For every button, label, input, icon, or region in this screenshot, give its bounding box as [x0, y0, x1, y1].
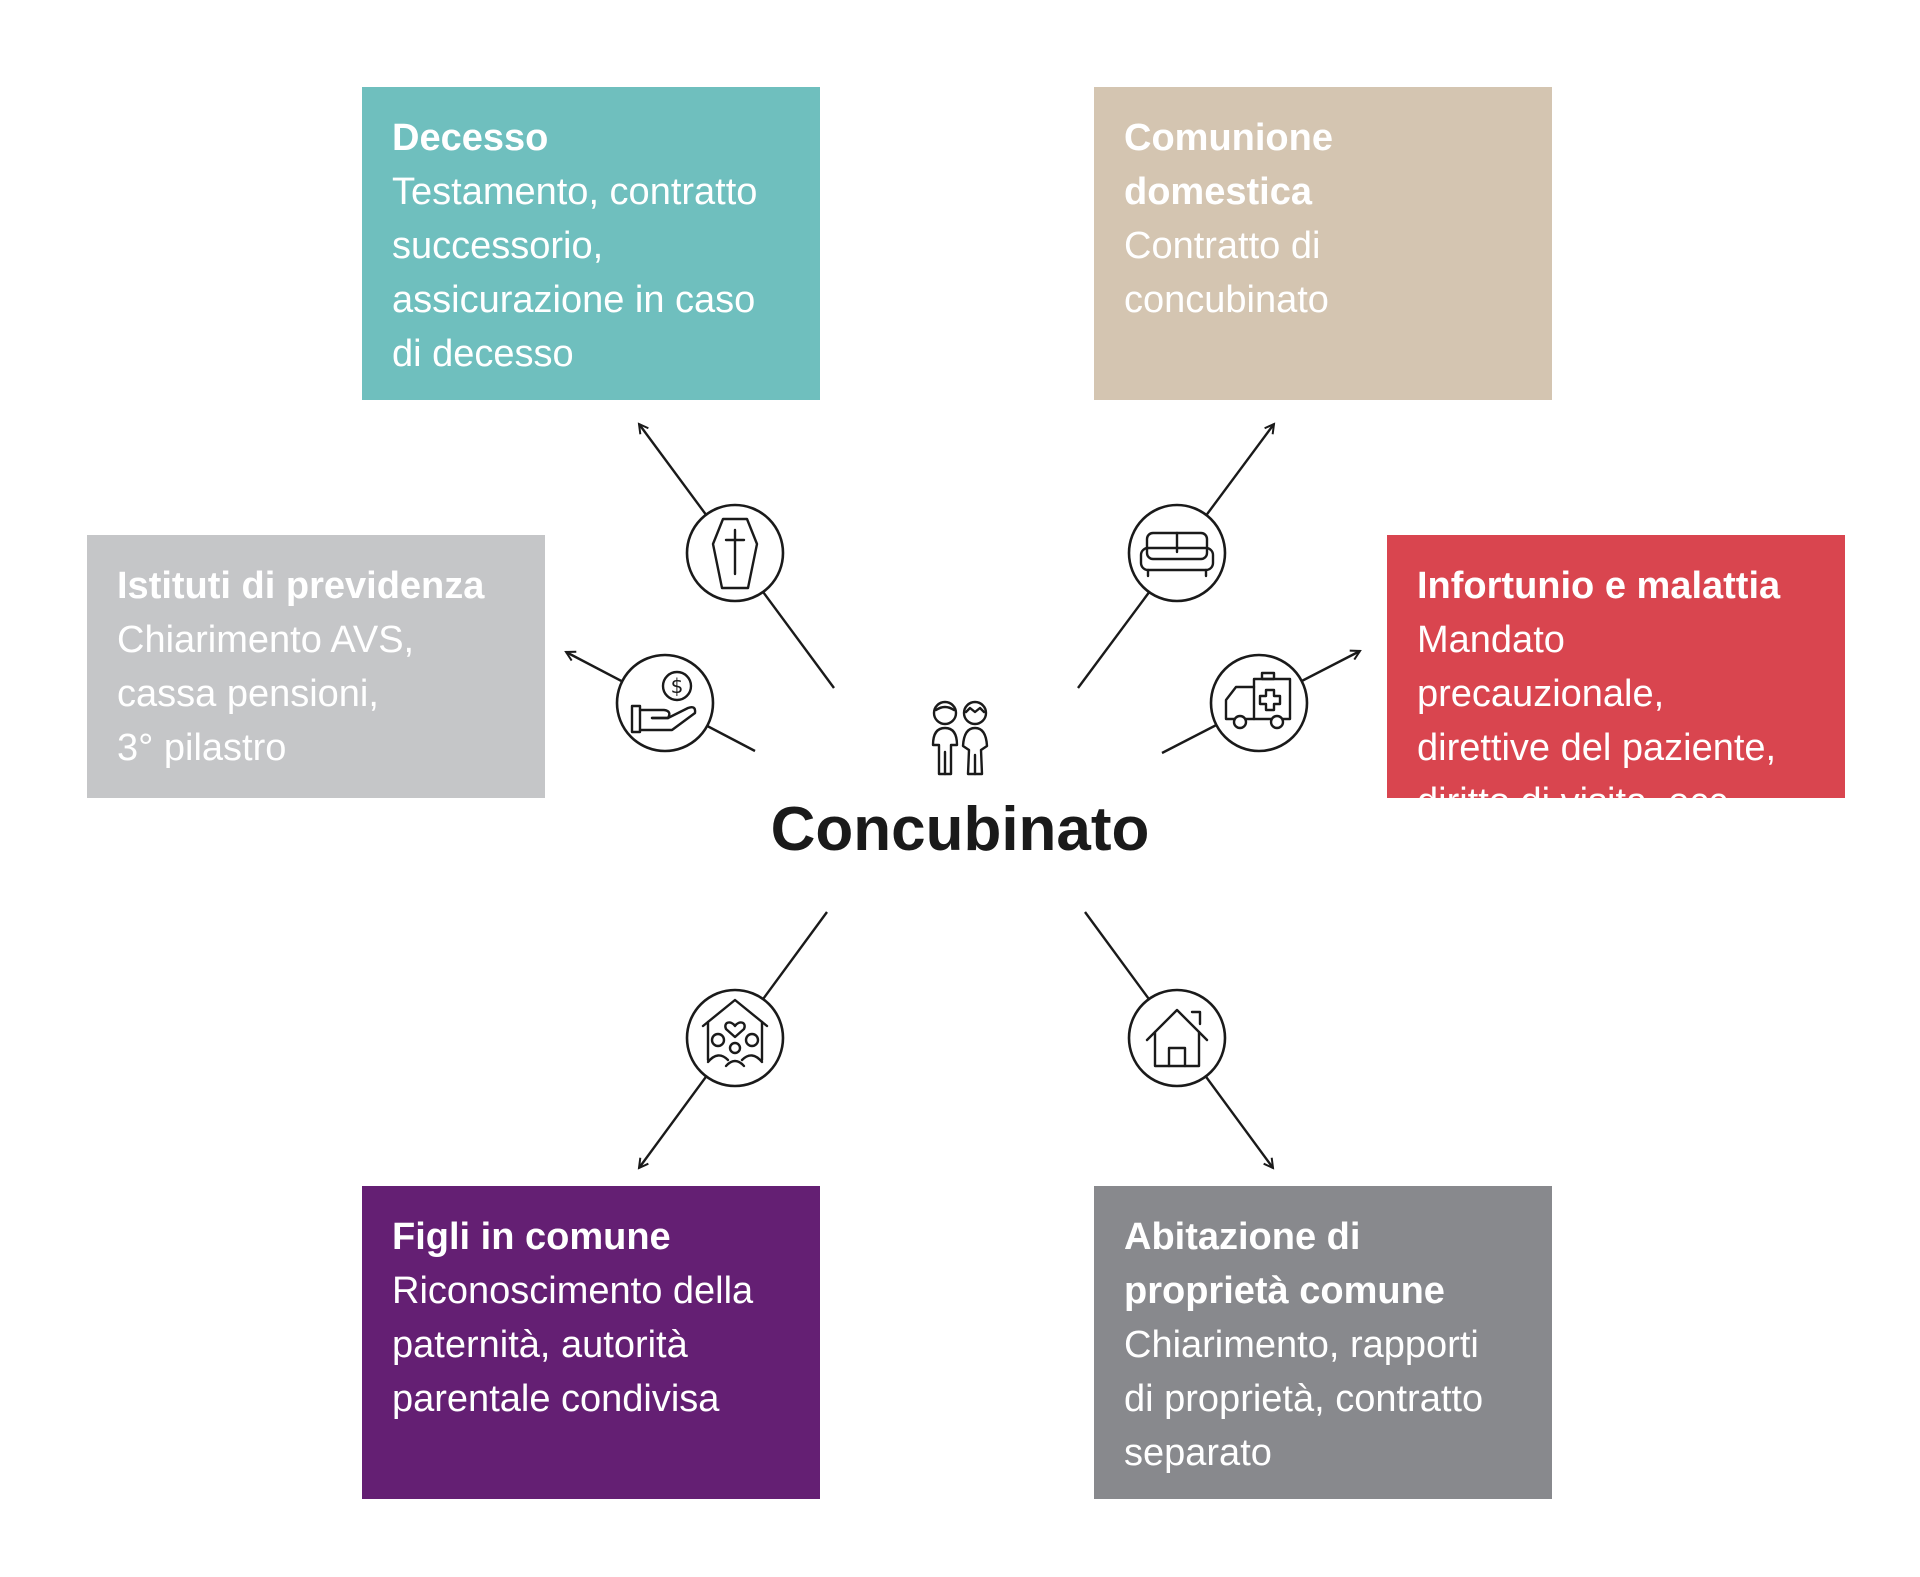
box-decesso: Decesso Testamento, contratto successori…	[362, 87, 820, 400]
box-abitazione-di-proprieta-comune: Abitazione di proprietà comune Chiarimen…	[1094, 1186, 1552, 1499]
box-figli-in-comune: Figli in comune Riconoscimento della pat…	[362, 1186, 820, 1499]
ambulance-icon	[1224, 671, 1292, 730]
house-icon-circle	[1127, 988, 1227, 1088]
box-comunione-domestica: Comunione domestica Contratto di concubi…	[1094, 87, 1552, 400]
box-title: Decesso	[392, 117, 549, 159]
box-title: Istituti di previdenza	[117, 565, 485, 607]
svg-text:$: $	[671, 674, 684, 698]
box-infortunio-e-malattia: Infortunio e malattia Mandato precauzion…	[1387, 535, 1845, 823]
box-body: Mandato precauzionale, direttive del paz…	[1417, 619, 1777, 823]
hand-coin-icon: $	[630, 670, 697, 734]
box-istituti-di-previdenza: Istituti di previdenza Chiarimento AVS, …	[87, 535, 545, 798]
sofa-icon	[1139, 531, 1215, 578]
box-body: Contratto di concubinato	[1124, 225, 1329, 321]
house-icon	[1145, 1008, 1209, 1068]
box-body: Chiarimento, rapporti di proprietà, cont…	[1124, 1324, 1484, 1474]
box-body: Testamento, contratto successorio, assic…	[392, 171, 758, 375]
center-title: Concubinato	[770, 795, 1150, 864]
coffin-icon	[711, 517, 759, 590]
couple-icon	[931, 700, 989, 776]
box-title: Infortunio e malattia	[1417, 565, 1781, 607]
hand-coin-icon-circle	[615, 653, 715, 753]
box-title: Figli in comune	[392, 1216, 671, 1258]
box-title: Abitazione di proprietà comune	[1124, 1216, 1445, 1312]
box-title: Comunione domestica	[1124, 117, 1333, 213]
box-body: Riconoscimento della paternità, autorità…	[392, 1270, 754, 1420]
family-house-icon	[701, 998, 769, 1068]
box-body: Chiarimento AVS, cassa pensioni, 3° pila…	[117, 619, 415, 769]
